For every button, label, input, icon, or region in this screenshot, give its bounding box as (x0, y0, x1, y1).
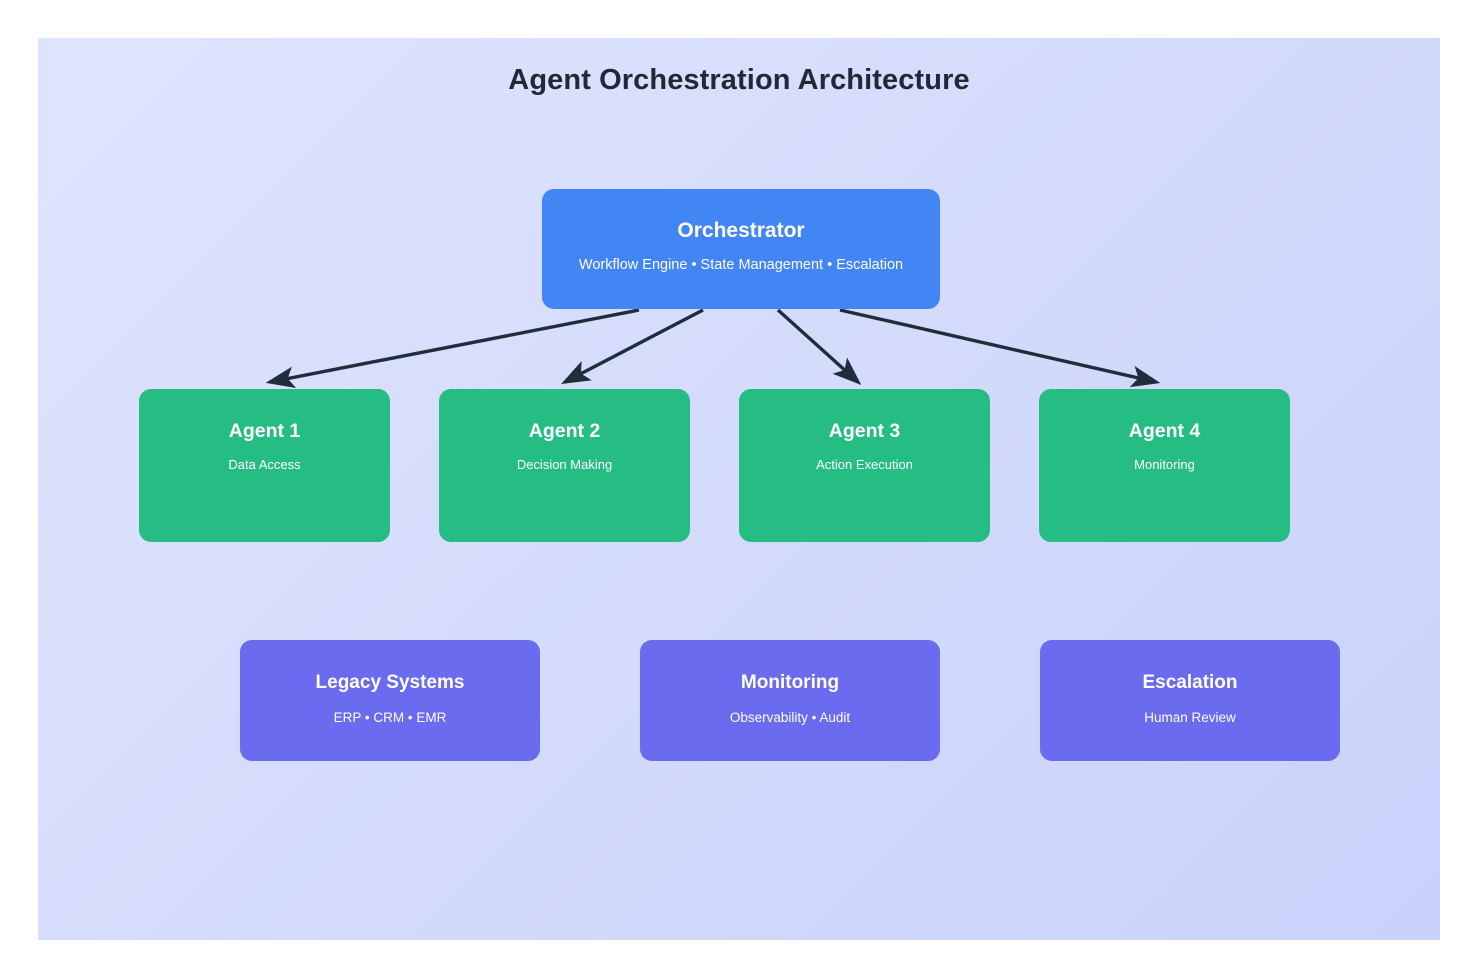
node-agent-2[interactable]: Agent 2 Decision Making (439, 389, 690, 542)
node-orchestrator-subtitle: Workflow Engine • State Management • Esc… (578, 257, 904, 274)
connector-orchestrator-to-agent-3 (776, 308, 862, 385)
node-orchestrator[interactable]: Orchestrator Workflow Engine • State Man… (542, 189, 940, 309)
connector-orchestrator-to-agent-1 (265, 308, 640, 388)
connector-orchestrator-to-agent-2 (561, 308, 704, 385)
node-agent-4-title: Agent 4 (1128, 420, 1201, 442)
node-agent-1-subtitle: Data Access (228, 457, 301, 473)
node-orchestrator-title: Orchestrator (677, 219, 805, 242)
node-agent-4-subtitle: Monitoring (1134, 457, 1195, 473)
diagram-canvas: Agent Orchestration Architecture Orchest… (38, 38, 1440, 940)
node-agent-2-subtitle: Decision Making (516, 457, 613, 473)
node-escalation-subtitle: Human Review (1144, 709, 1236, 725)
node-legacy-systems-title: Legacy Systems (315, 672, 465, 693)
node-agent-3-title: Agent 3 (828, 420, 901, 442)
node-agent-2-title: Agent 2 (528, 420, 601, 442)
node-escalation[interactable]: Escalation Human Review (1040, 640, 1340, 761)
node-escalation-title: Escalation (1142, 672, 1238, 693)
page-title: Agent Orchestration Architecture (508, 64, 970, 96)
node-agent-1[interactable]: Agent 1 Data Access (139, 389, 390, 542)
node-monitoring-title: Monitoring (740, 672, 840, 693)
node-legacy-systems-subtitle: ERP • CRM • EMR (333, 709, 447, 725)
node-monitoring[interactable]: Monitoring Observability • Audit (640, 640, 940, 761)
node-monitoring-subtitle: Observability • Audit (729, 709, 851, 725)
node-agent-3-subtitle: Action Execution (816, 457, 913, 473)
node-agent-1-title: Agent 1 (228, 420, 301, 442)
node-agent-4[interactable]: Agent 4 Monitoring (1039, 389, 1290, 542)
node-agent-3[interactable]: Agent 3 Action Execution (739, 389, 990, 542)
connector-orchestrator-to-agent-4 (839, 308, 1161, 388)
node-legacy-systems[interactable]: Legacy Systems ERP • CRM • EMR (240, 640, 540, 761)
